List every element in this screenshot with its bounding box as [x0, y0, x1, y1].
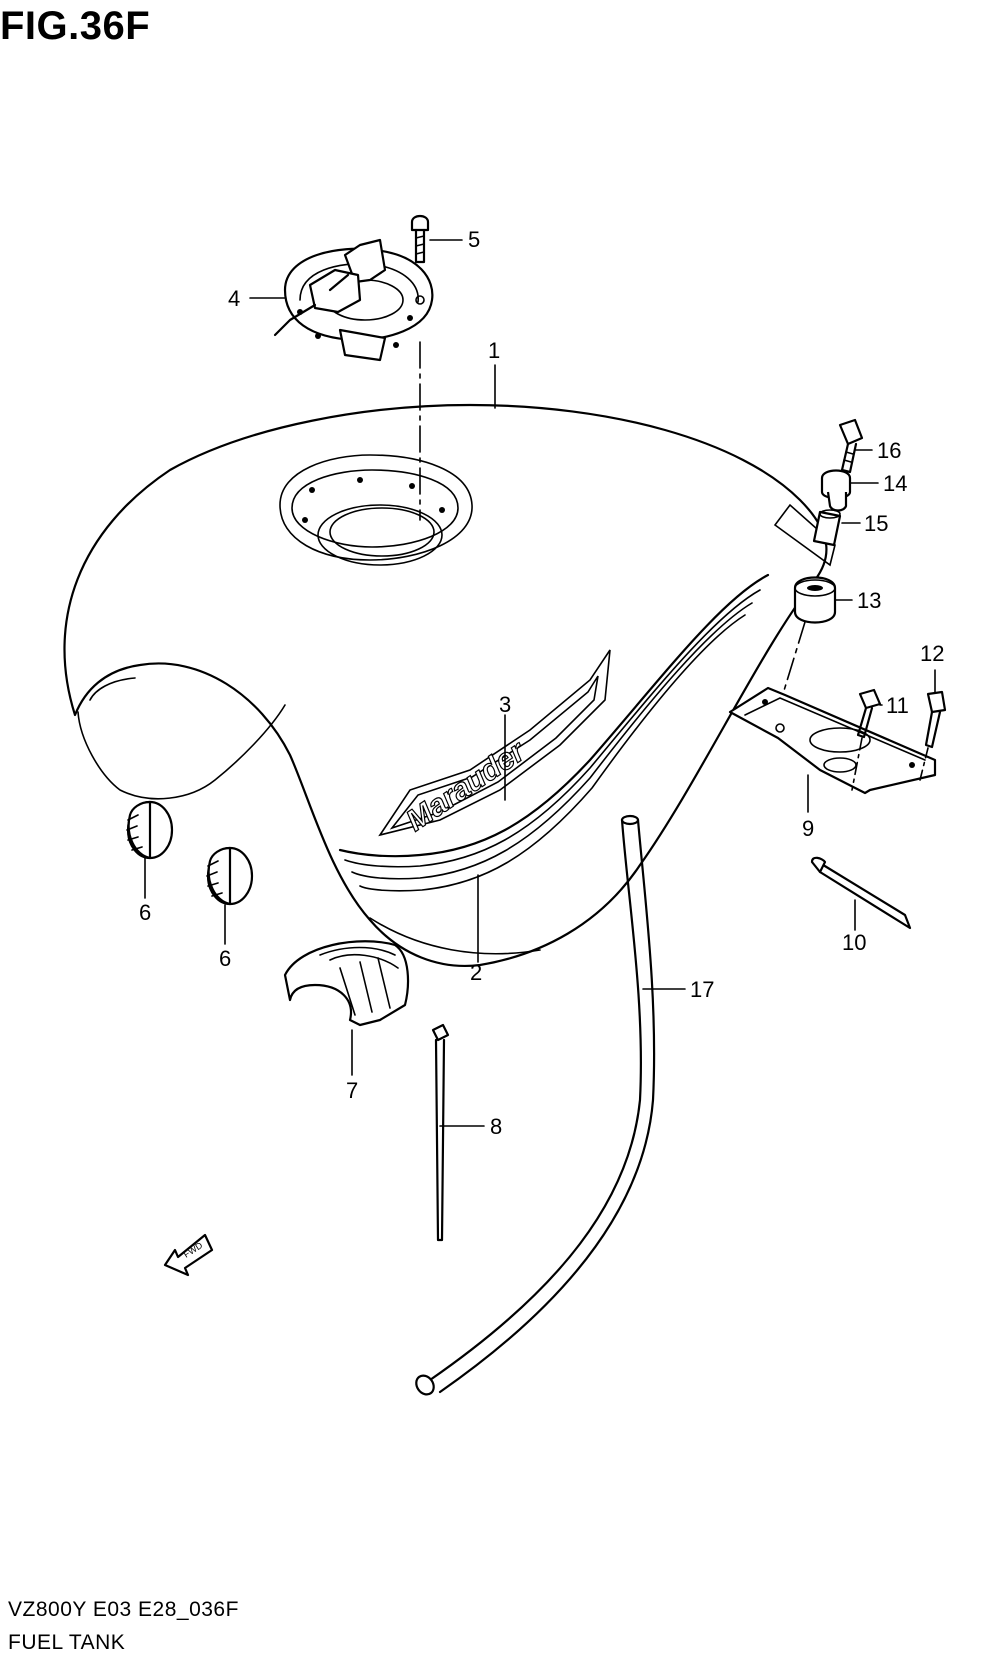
callout-5: 5: [468, 227, 480, 252]
filler-opening: [279, 454, 473, 566]
assembly-line-3: [851, 737, 863, 791]
bush-14: [820, 469, 852, 512]
callout-16: 16: [877, 438, 901, 463]
callout-8: 8: [490, 1114, 502, 1139]
callout-3: 3: [499, 692, 511, 717]
callout-10: 10: [842, 930, 866, 955]
callout-6a: 6: [139, 900, 151, 925]
callout-7: 7: [346, 1078, 358, 1103]
diagram-code: VZ800Y E03 E28_036F: [8, 1598, 239, 1621]
callout-6b: 6: [219, 946, 231, 971]
hose-17: [415, 814, 656, 1396]
forward-arrow: FWD: [163, 1233, 214, 1277]
emblem-text: Marauder: [400, 734, 532, 838]
bolt-11: [856, 688, 882, 739]
callout-11: 11: [886, 693, 909, 718]
tank-emblem: Marauder: [378, 649, 611, 838]
cap-6b: [206, 846, 254, 906]
callout-15: 15: [864, 511, 888, 536]
cap-6a: [126, 800, 174, 860]
cable-tie-8: [431, 1023, 450, 1242]
assembly-line-4: [919, 747, 929, 781]
callout-numbers: 1 2 3 4 5 6 6 7 8 9 10 11 12 13 14 15 16…: [139, 227, 944, 1139]
spacer-15: [812, 509, 842, 547]
rubber-strip-10: [810, 856, 912, 930]
screw-5: [410, 214, 430, 264]
side-stripe: [338, 573, 770, 892]
leader-lines: [144, 239, 936, 1127]
bolt-12: [924, 690, 947, 749]
callout-17: 17: [690, 977, 714, 1002]
figure-title: FIG.36F: [0, 4, 151, 48]
callout-4: 4: [228, 286, 240, 311]
callout-9: 9: [802, 816, 814, 841]
fuel-cap: [273, 238, 434, 362]
callout-2: 2: [470, 960, 482, 985]
callout-1: 1: [488, 338, 500, 363]
cushion-7: [283, 940, 410, 1027]
fuel-tank: [63, 403, 836, 967]
callout-13: 13: [857, 588, 881, 613]
callout-14: 14: [883, 471, 907, 496]
callout-12: 12: [920, 641, 944, 666]
diagram-name: FUEL TANK: [8, 1631, 126, 1654]
cushion-13: [793, 576, 837, 624]
bracket-9: [728, 686, 937, 795]
bolt-16: [838, 418, 864, 474]
